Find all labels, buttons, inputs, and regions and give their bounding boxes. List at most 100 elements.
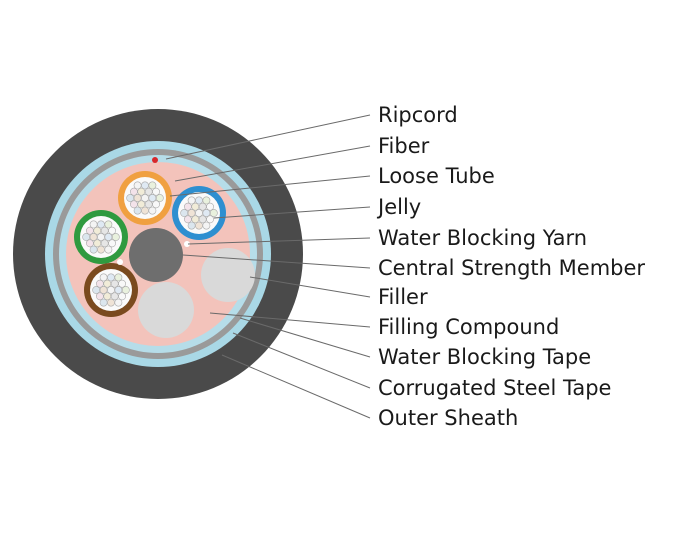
loose-tube-blue [172, 186, 226, 240]
water-blocking-yarn [184, 241, 190, 247]
fiber [107, 286, 115, 294]
fiber [195, 221, 203, 230]
fiber [107, 273, 115, 282]
fiber [152, 187, 160, 196]
label-water-blocking-yarn: Water Blocking Yarn [378, 226, 588, 250]
fiber [180, 209, 189, 217]
label-corrugated-steel-tape: Corrugated Steel Tape [378, 376, 612, 400]
fiber [114, 273, 123, 282]
fiber [89, 245, 98, 254]
fiber [97, 233, 105, 241]
fiber [99, 273, 108, 282]
fiber [129, 187, 138, 196]
fiber [141, 194, 149, 202]
label-filler: Filler [378, 285, 428, 309]
ripcord [152, 157, 158, 163]
fiber [99, 286, 108, 294]
label-water-blocking-tape: Water Blocking Tape [378, 345, 592, 369]
fiber [114, 286, 123, 294]
fiber [202, 209, 211, 217]
fiber [108, 226, 116, 235]
leader-line-outer-sheath [221, 354, 371, 419]
fiber [133, 206, 142, 215]
leader-line-central-strength-member [182, 254, 371, 269]
fiber [104, 220, 113, 229]
fiber [126, 194, 135, 202]
loose-tube-brown [84, 263, 138, 317]
label-loose-tube: Loose Tube [378, 164, 495, 188]
fiber [89, 220, 98, 229]
fiber [104, 245, 113, 254]
central-strength-member [129, 228, 183, 282]
fiber [103, 279, 112, 288]
loose-tubes [74, 171, 226, 317]
fiber [141, 181, 149, 190]
fiber [191, 202, 200, 211]
fiber [206, 202, 214, 211]
fiber [133, 181, 142, 190]
leader-line-filling-compound [209, 312, 371, 328]
fiber [107, 298, 115, 307]
leader-line-water-blocking-tape [239, 317, 371, 358]
fiber [92, 286, 101, 294]
fiber [97, 220, 105, 229]
leader-line-water-blocking-yarn [187, 237, 371, 245]
fiber [103, 292, 112, 301]
filler [201, 248, 255, 302]
fiber [141, 206, 149, 215]
fiber [195, 209, 203, 217]
fiber [93, 226, 102, 235]
leader-line-jelly [213, 206, 371, 219]
label-filling-compound: Filling Compound [378, 315, 560, 339]
label-fiber: Fiber [378, 134, 430, 158]
label-central-strength-member: Central Strength Member [378, 256, 646, 280]
fiber [129, 200, 138, 209]
fiber [121, 286, 130, 294]
fiber [144, 200, 153, 209]
fiber [198, 202, 207, 211]
fiber [108, 239, 116, 248]
fiber [86, 226, 94, 235]
label-ripcord: Ripcord [378, 103, 458, 127]
loose-tube-orange [118, 171, 172, 225]
leader-line-fiber [174, 145, 371, 182]
fiber [96, 292, 104, 301]
fiber [137, 187, 146, 196]
fiber [86, 239, 94, 248]
fiber [93, 239, 102, 248]
fiber [183, 202, 192, 211]
fiber [133, 194, 142, 202]
fiber [183, 215, 192, 224]
fiber [111, 233, 120, 241]
fiber [202, 196, 211, 205]
leader-line-corrugated-steel-tape [232, 332, 371, 389]
leader-lines [165, 114, 371, 419]
fiber [152, 200, 160, 209]
fiber [118, 279, 126, 288]
fiber [144, 187, 153, 196]
fiber [82, 233, 91, 241]
fiber [110, 292, 119, 301]
fiber [191, 215, 200, 224]
fiber [100, 226, 109, 235]
water-blocking-yarn [117, 259, 123, 265]
fiber [137, 200, 146, 209]
leader-line-filler [249, 276, 371, 298]
fiber [104, 233, 113, 241]
fiber [148, 206, 157, 215]
fiber [110, 279, 119, 288]
fiber [209, 209, 218, 217]
fiber [148, 181, 157, 190]
fiber [206, 215, 214, 224]
fiber [195, 196, 203, 205]
fiber [114, 298, 123, 307]
fiber [198, 215, 207, 224]
fiber [118, 292, 126, 301]
fiber [187, 221, 196, 230]
fiber [148, 194, 157, 202]
loose-tube-green [74, 210, 128, 264]
leader-line-loose-tube [169, 175, 371, 197]
filler [138, 282, 194, 338]
